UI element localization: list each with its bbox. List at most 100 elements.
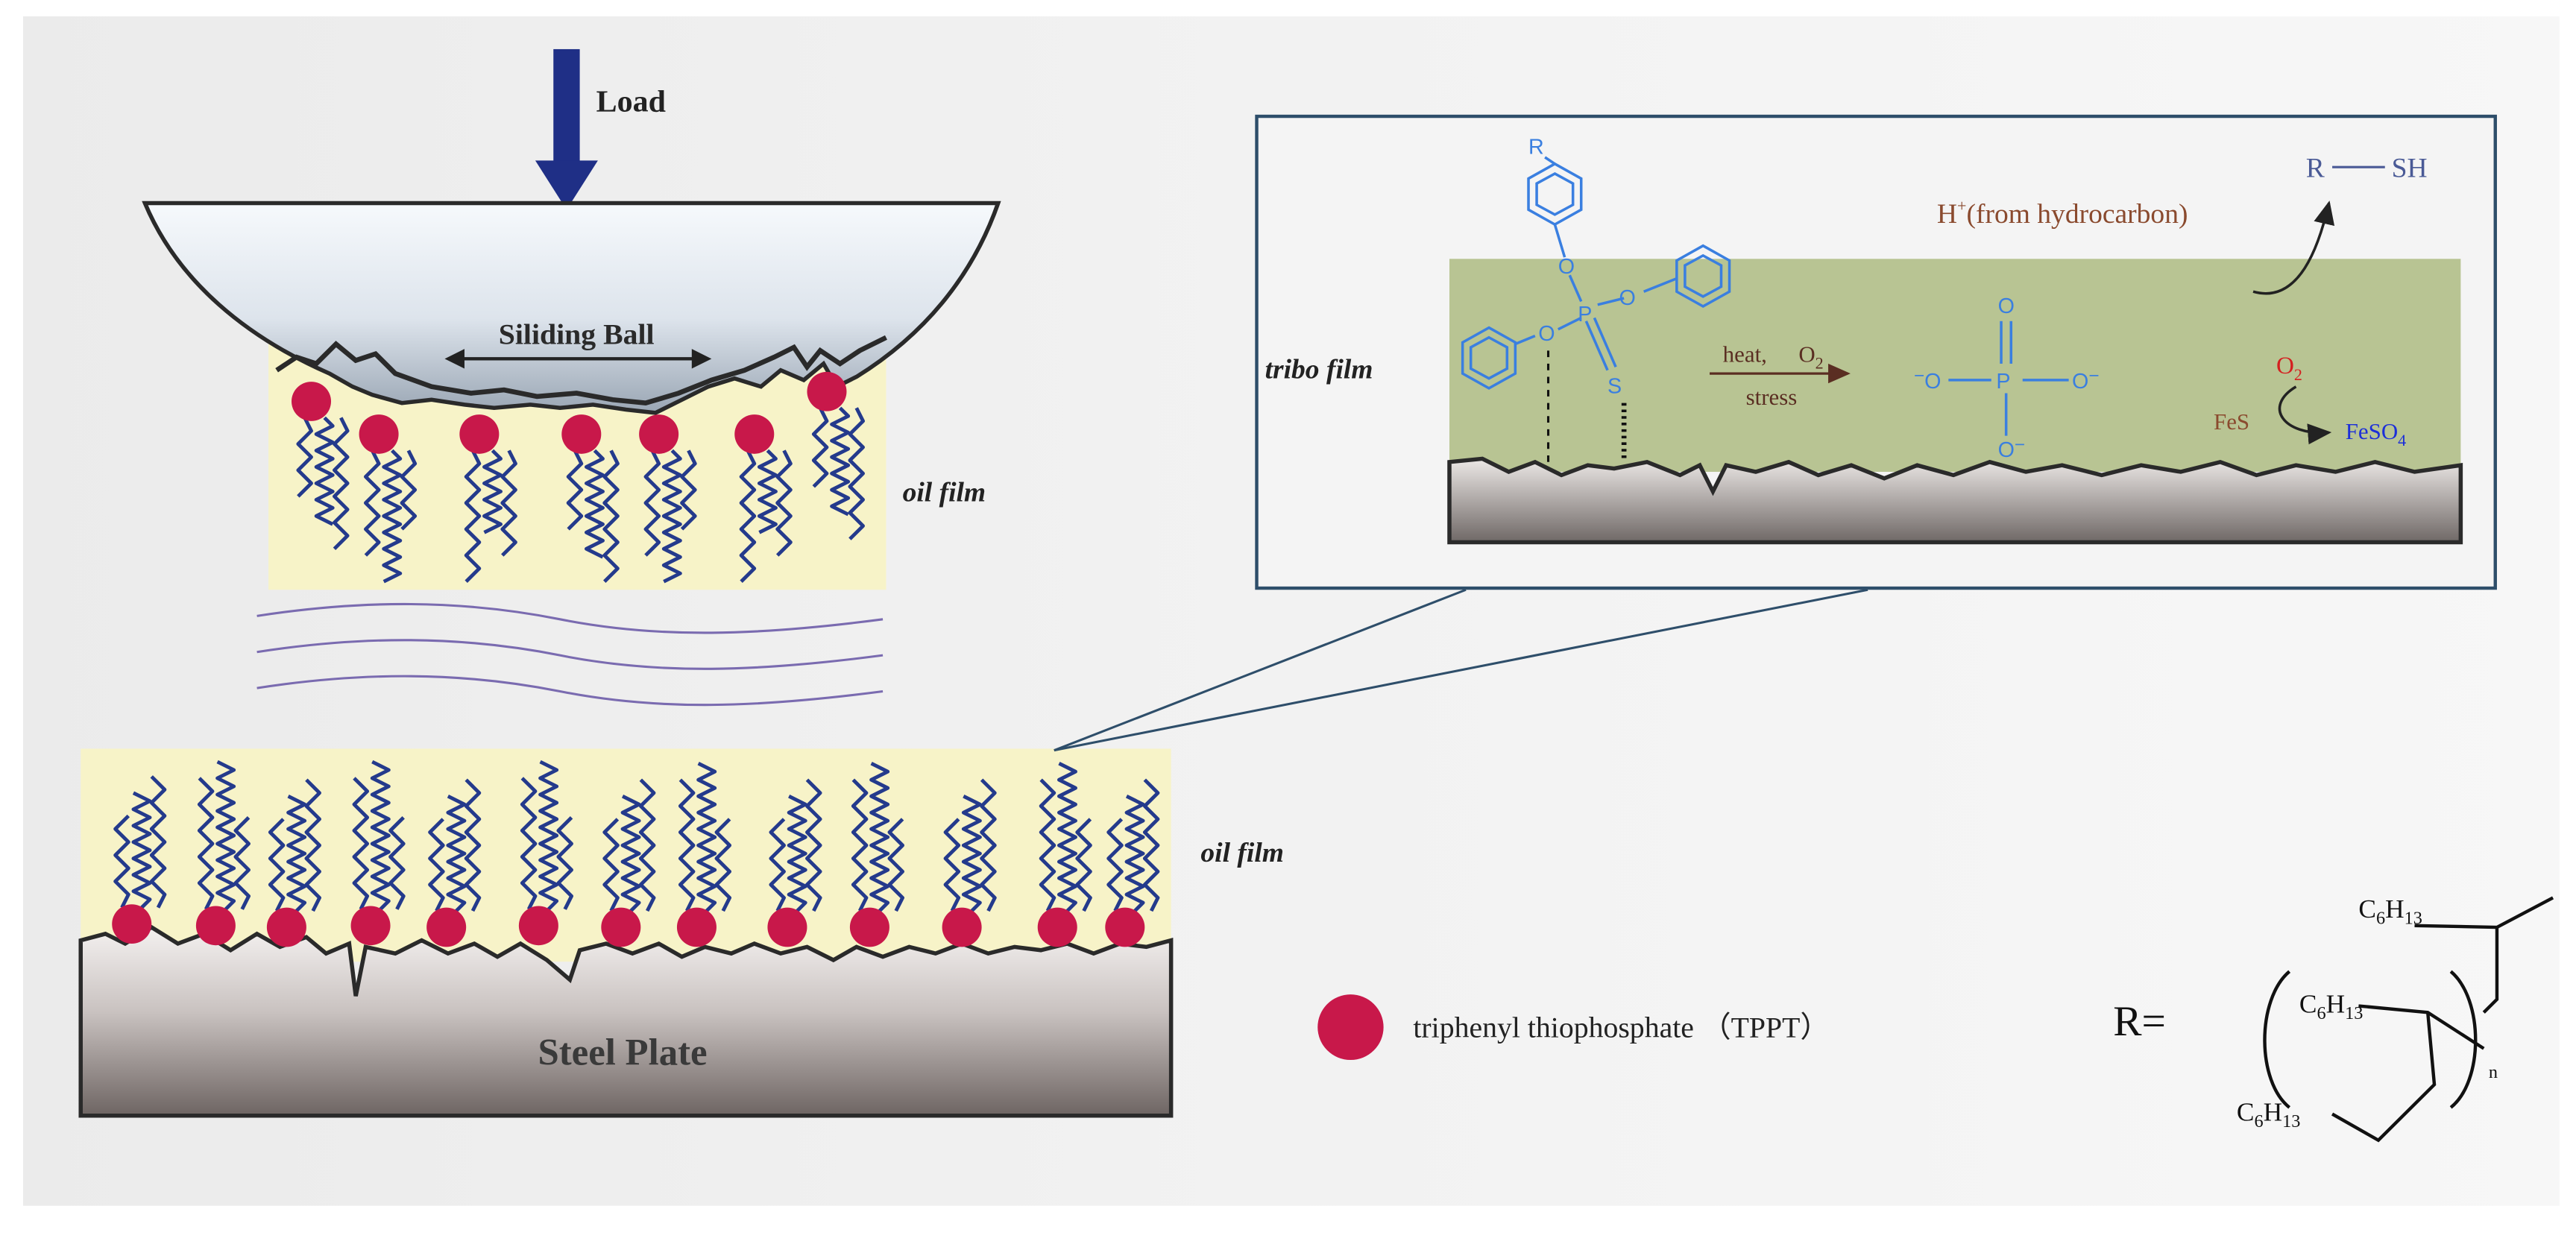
tppt-head (459, 414, 500, 454)
mol-r-atom: R (1528, 136, 1544, 160)
hydrocarbon-tail (388, 816, 406, 910)
hydrocarbon-tail (602, 818, 620, 912)
hydrocarbon-tail (446, 795, 467, 912)
phos-p: P (1996, 370, 2010, 394)
tppt-head (359, 414, 399, 454)
bottom-tppt-molecules (112, 760, 1160, 947)
hydrocarbon-tail (851, 778, 869, 912)
thiol-product: R SH (2306, 153, 2428, 183)
phos-o-top: O (1998, 294, 2015, 318)
hydrocarbon-tail (811, 407, 829, 488)
hydrocarbon-tail (696, 762, 717, 912)
hydrocarbon-tail (602, 449, 620, 583)
thiol-arrow (2252, 201, 2335, 295)
fluid-wave-lines (256, 602, 884, 707)
tppt-head (518, 906, 558, 946)
tppt-head (266, 907, 306, 947)
ball-rough-edge (275, 335, 887, 406)
tppt-head (676, 907, 717, 947)
tppt-head (112, 904, 152, 944)
hydrocarbon-tail (1075, 818, 1092, 912)
hydrocarbon-tail (830, 406, 851, 517)
hydrocarbon-tail (333, 417, 350, 551)
hydrocarbon-tail (943, 818, 961, 912)
hydrocarbon-tail (661, 449, 682, 584)
tppt-head (561, 414, 602, 454)
hydrocarbon-tail (1106, 818, 1124, 912)
tribo-film-layer (1449, 259, 2461, 472)
legend-tppt-label: triphenyl thiophosphate （TPPT） (1413, 1011, 1830, 1044)
r-group-labels: C6H13 C6H13 C6H13 n (2237, 894, 2498, 1131)
phos-o-bottom: O− (1998, 435, 2026, 462)
tppt-structure-atoms: R O O O P S (1528, 136, 1636, 399)
hydrocarbon-tail (370, 760, 391, 911)
top-tppt-molecules (292, 371, 865, 584)
phosphate-atoms: O P −O O− O− (1914, 294, 2100, 462)
hydrocarbon-tail (296, 417, 313, 498)
hydrocarbon-tail (113, 814, 130, 909)
repeat-n: n (2489, 1062, 2498, 1082)
legend-tppt-marker (1317, 994, 1384, 1061)
hydrocarbon-tail (869, 762, 890, 912)
inset-steel-surface (1447, 456, 2463, 545)
hydrocarbon-tail (787, 795, 807, 912)
thiol-r: R (2306, 153, 2325, 183)
hydrocarbon-tail (482, 449, 503, 534)
tppt-head (849, 907, 889, 947)
tppt-head (195, 906, 236, 946)
hydrocarbon-tail (1142, 778, 1160, 912)
hydrocarbon-tail (304, 778, 321, 912)
o2-reagent-label: O2 (1798, 342, 1823, 373)
tppt-head (292, 382, 332, 421)
mol-o2-atom: O (1619, 286, 1636, 310)
hydrocarbon-tail (739, 449, 757, 583)
hydrocarbon-tail (714, 818, 732, 912)
proton-label: H+(from hydrocarbon) (1937, 197, 2188, 230)
tppt-head (639, 414, 679, 454)
hydrocarbon-tail (769, 818, 786, 912)
tppt-head (807, 371, 847, 411)
feso4-label: FeSO4 (2346, 419, 2406, 449)
hydrocarbon-tail (363, 449, 381, 557)
r-group-structure (2263, 896, 2554, 1143)
oil-film-top-label: oil film (903, 478, 986, 508)
phos-o-right: O− (2072, 366, 2100, 394)
mol-o3-atom: O (1538, 322, 1555, 346)
tppt-head (426, 907, 467, 947)
tribo-film-label: tribo film (1265, 355, 1373, 385)
sliding-ball-label: Siliding Ball (499, 318, 655, 351)
hydrocarbon-tail (149, 775, 167, 909)
hydrocarbon-tail (1057, 762, 1077, 912)
hydrocarbon-tail (314, 416, 335, 526)
tppt-head (734, 414, 775, 454)
hydrocarbon-tail (980, 778, 997, 912)
load-label: Load (596, 85, 666, 119)
tppt-head (1105, 907, 1145, 947)
hydrocarbon-tail (538, 760, 559, 911)
hydrocarbon-tail (464, 449, 482, 583)
hydrocarbon-tail (500, 449, 517, 557)
hydrocarbon-tail (887, 818, 905, 912)
tppt-head (942, 907, 982, 947)
mol-s-atom: S (1607, 375, 1622, 399)
hydrocarbon-tail (428, 818, 445, 912)
load-arrow (535, 48, 598, 210)
hydrocarbon-tail (566, 449, 584, 531)
hydrocarbon-tail (352, 777, 370, 910)
hydrocarbon-tail (131, 791, 152, 909)
tppt-structure (1461, 156, 1731, 390)
hydrocarbon-tail (1124, 795, 1145, 912)
hydrocarbon-tail (848, 407, 865, 540)
r-equals-label: R= (2113, 998, 2166, 1045)
fes-label: FeS (2214, 409, 2249, 435)
hydrocarbon-tail (1039, 778, 1056, 912)
hydrocarbon-tail (620, 795, 641, 912)
hydrocarbon-tail (520, 777, 538, 910)
phosphate-structure (1948, 321, 2069, 436)
c6h13-c: C6H13 (2237, 1097, 2301, 1131)
thiol-sh: SH (2392, 153, 2428, 183)
heat-label: heat, (1723, 342, 1767, 367)
hydrocarbon-tail (757, 449, 778, 534)
hydrocarbon-tail (556, 816, 573, 910)
